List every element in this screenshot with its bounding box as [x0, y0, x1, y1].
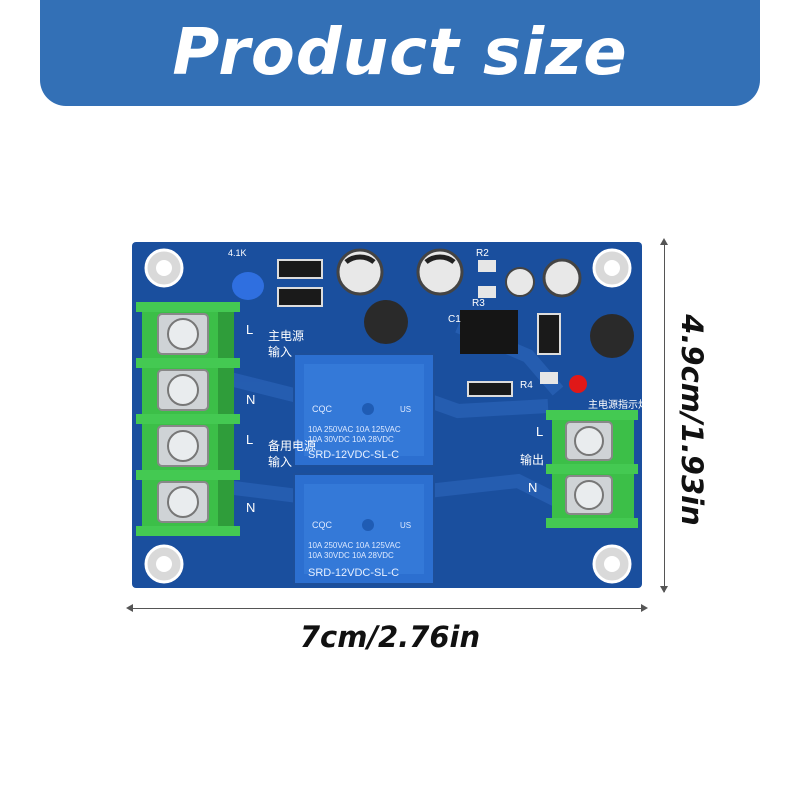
right-terminal-block [546, 410, 638, 528]
svg-text:N: N [246, 392, 255, 407]
svg-text:SRD-12VDC-SL-C: SRD-12VDC-SL-C [308, 567, 399, 579]
svg-text:R3: R3 [472, 298, 485, 309]
svg-text:10A 30VDC 10A 28VDC: 10A 30VDC 10A 28VDC [308, 435, 394, 444]
height-label: 4.9cm/1.93in [675, 314, 709, 526]
svg-text:输出: 输出 [520, 452, 544, 467]
svg-text:L: L [246, 432, 253, 447]
width-arrow-left [126, 604, 133, 612]
svg-text:输入: 输入 [268, 344, 292, 359]
svg-text:US: US [400, 521, 411, 530]
svg-text:N: N [246, 500, 255, 515]
svg-text:SRD-12VDC-SL-C: SRD-12VDC-SL-C [308, 449, 399, 461]
svg-text:CQC: CQC [312, 520, 333, 530]
width-arrow-right [641, 604, 648, 612]
svg-text:主电源指示灯: 主电源指示灯 [588, 398, 648, 411]
svg-text:L: L [246, 322, 253, 337]
width-label: 7cm/2.76in [299, 620, 481, 654]
svg-text:CQC: CQC [312, 404, 333, 414]
height-dimension-line [664, 242, 665, 592]
svg-text:主电源: 主电源 [268, 329, 304, 343]
svg-text:N: N [528, 480, 537, 495]
width-dimension-line [128, 608, 646, 609]
svg-text:US: US [400, 405, 411, 414]
svg-text:输入: 输入 [268, 454, 292, 469]
relay-bottom: CQC US 10A 250VAC 10A 125VAC 10A 30VDC 1… [293, 473, 435, 585]
svg-text:R4: R4 [520, 380, 533, 391]
smd-components [277, 259, 561, 397]
product-image: CQC US 10A 250VAC 10A 125VAC 10A 30VDC 1… [128, 236, 652, 596]
title-banner: Product size [40, 0, 760, 106]
svg-text:R2: R2 [476, 248, 489, 259]
indicator-led [569, 375, 587, 393]
capacitors [336, 248, 582, 298]
svg-text:备用电源: 备用电源 [268, 439, 316, 453]
relay-board-illustration: CQC US 10A 250VAC 10A 125VAC 10A 30VDC 1… [132, 242, 648, 588]
svg-text:10A 250VAC 10A 125VAC: 10A 250VAC 10A 125VAC [308, 425, 401, 434]
relay-top: CQC US 10A 250VAC 10A 125VAC 10A 30VDC 1… [293, 353, 435, 467]
height-arrow-top [660, 238, 668, 245]
svg-text:L: L [536, 424, 543, 439]
svg-text:10A 250VAC 10A 125VAC: 10A 250VAC 10A 125VAC [308, 541, 401, 550]
height-arrow-bottom [660, 586, 668, 593]
page-title: Product size [172, 16, 628, 90]
svg-text:C1: C1 [448, 314, 461, 325]
chinese-labels: 主电源 输入 备用电源 输入 输出 主电源指示灯 [268, 329, 648, 469]
mounting-holes [144, 248, 632, 584]
ceramic-capacitor [232, 272, 264, 300]
svg-text:4.1K: 4.1K [228, 248, 247, 258]
inductors [364, 300, 634, 358]
left-terminal-block [136, 302, 240, 536]
svg-text:10A 30VDC 10A 28VDC: 10A 30VDC 10A 28VDC [308, 551, 394, 560]
silkscreen-labels: L N L N L N R2 R3 R4 C1 4.1K [228, 248, 543, 515]
